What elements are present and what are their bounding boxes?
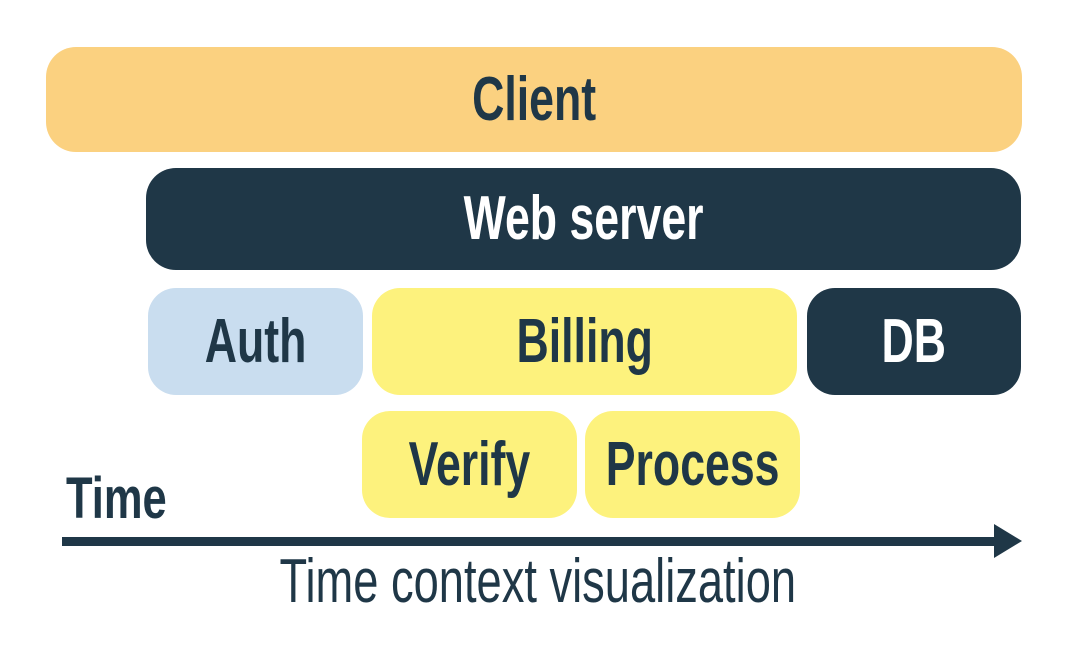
block-auth-label: Auth: [204, 306, 307, 376]
block-db: DB: [807, 288, 1021, 395]
block-client-label: Client: [471, 64, 596, 134]
block-db-label: DB: [881, 306, 947, 376]
block-client: Client: [46, 47, 1022, 152]
block-process: Process: [585, 411, 800, 518]
diagram-caption-text: Time context visualization: [279, 547, 796, 616]
block-web-server: Web server: [146, 168, 1021, 270]
time-axis-label: Time: [66, 466, 167, 531]
block-billing: Billing: [372, 288, 797, 395]
block-web-server-label: Web server: [463, 184, 704, 253]
block-verify: Verify: [362, 411, 577, 518]
time-axis-line: [62, 537, 996, 546]
block-verify-label: Verify: [408, 429, 531, 499]
block-billing-label: Billing: [516, 306, 653, 376]
time-axis-arrowhead-icon: [994, 524, 1022, 558]
diagram-caption: Time context visualization: [0, 551, 1075, 613]
block-auth: Auth: [148, 288, 363, 395]
block-process-label: Process: [605, 429, 780, 499]
